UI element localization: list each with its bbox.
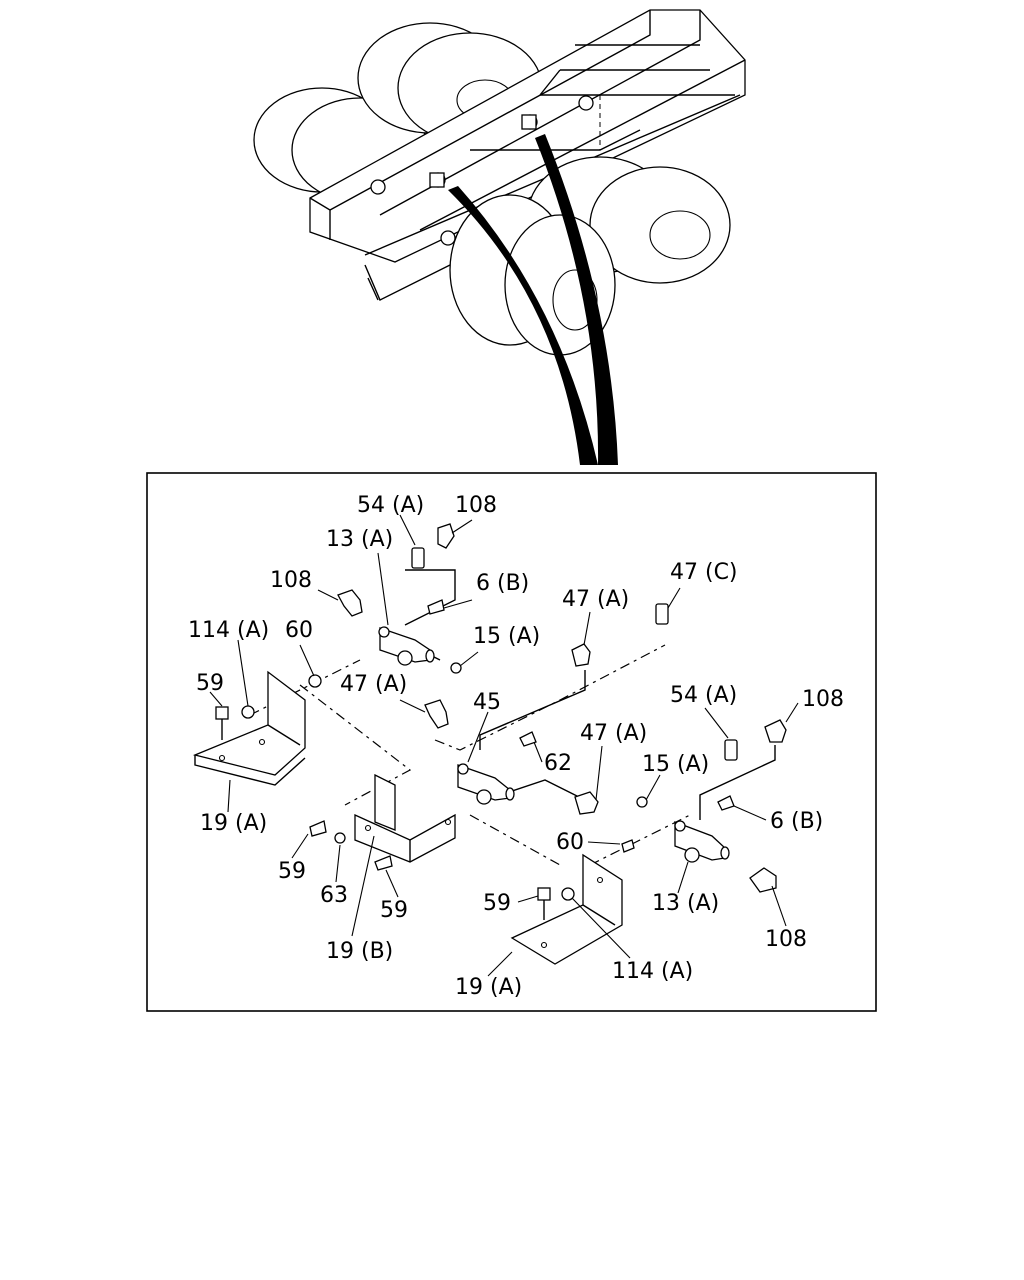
callout-59-left: 59 (196, 671, 224, 696)
elbow-fittings (337, 523, 787, 893)
callout-47c: 47 (C) (670, 560, 738, 585)
chassis-fittings (370, 95, 594, 246)
callout-62: 62 (544, 751, 572, 776)
valve-13a-upper (378, 626, 435, 666)
straight-fittings (411, 547, 738, 761)
callout-labels: 54 (A) 108 13 (A) 108 6 (B) 47 (C) 47 (A… (188, 493, 844, 1000)
callout-60-right: 60 (556, 830, 584, 855)
callout-63: 63 (320, 883, 348, 908)
callout-47a-mid: 47 (A) (340, 672, 407, 697)
callout-108-top: 108 (455, 493, 497, 518)
callout-54a-right: 54 (A) (670, 683, 737, 708)
callout-15a-top: 15 (A) (473, 624, 540, 649)
detail-leader-sweeps (448, 134, 618, 465)
callout-108-left: 108 (270, 568, 312, 593)
callout-19a-bottom: 19 (A) (455, 975, 522, 1000)
bracket-19b (354, 773, 456, 863)
callout-54a-top: 54 (A) (357, 493, 424, 518)
callout-59-br: 59 (483, 891, 511, 916)
callout-60-left: 60 (285, 618, 313, 643)
callout-13a-bottom: 13 (A) (652, 891, 719, 916)
callout-59-bl: 59 (278, 859, 306, 884)
bracket-19a-left (192, 670, 306, 786)
callout-47a-low: 47 (A) (580, 721, 647, 746)
callout-19a-left: 19 (A) (200, 811, 267, 836)
callout-6b-top: 6 (B) (476, 571, 529, 596)
callout-19b: 19 (B) (326, 939, 393, 964)
callout-114a-left: 114 (A) (188, 618, 269, 643)
callout-15a-right: 15 (A) (642, 752, 709, 777)
callout-114a-bottom: 114 (A) (612, 959, 693, 984)
valve-13a-lower (674, 820, 730, 863)
bracket-19a-bottom (510, 853, 623, 965)
callout-leaders (209, 514, 799, 977)
callout-59-bm: 59 (380, 898, 408, 923)
callout-108-right: 108 (802, 687, 844, 712)
callout-6b-right: 6 (B) (770, 809, 823, 834)
detail-parts: 54 (A) 108 13 (A) 108 6 (B) 47 (C) 47 (A… (188, 493, 844, 1000)
detail-frame (146, 472, 877, 1012)
valve-45 (457, 763, 515, 805)
callout-47a-top: 47 (A) (562, 587, 629, 612)
callout-13a-top: 13 (A) (326, 527, 393, 552)
chassis-overview-illustration (253, 9, 746, 465)
callout-108-bottom: 108 (765, 927, 807, 952)
callout-45: 45 (473, 690, 501, 715)
bolts-and-nuts (215, 599, 735, 920)
